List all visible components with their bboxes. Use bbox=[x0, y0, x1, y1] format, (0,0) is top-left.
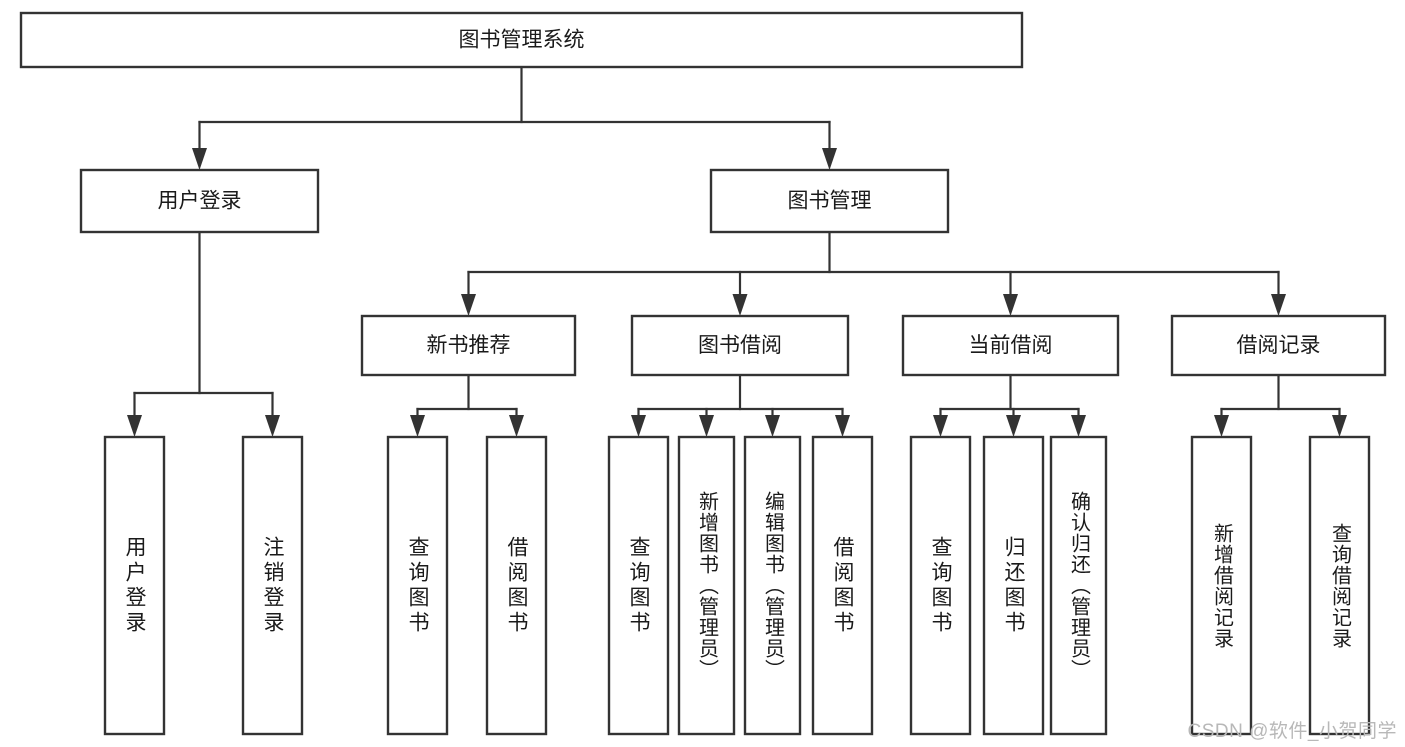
node-level2-3[interactable]: 借阅记录 bbox=[1170, 314, 1387, 377]
arrow-head-icon-lv2-3-0 bbox=[1214, 415, 1229, 437]
leaf-label-查询借阅记录-12: 查询借阅记录 bbox=[1328, 522, 1351, 649]
arrow-head-icon-lv2-1-3 bbox=[835, 415, 850, 437]
arrow-head-icon-root-0 bbox=[192, 148, 207, 170]
node-level2-2[interactable]: 当前借阅 bbox=[901, 314, 1120, 377]
node-box-查询借阅记录[interactable] bbox=[1308, 435, 1371, 736]
leaf-label-新增图书管理员-5: 新增图书（管理员） bbox=[695, 491, 718, 680]
arrow-head-icon-login-0 bbox=[127, 415, 142, 437]
node-leaf-12[interactable] bbox=[1308, 435, 1371, 736]
node-label-图书管理: 图书管理 bbox=[788, 190, 872, 213]
arrow-head-icon-root-1 bbox=[822, 148, 837, 170]
node-leaf-1[interactable] bbox=[241, 435, 304, 736]
node-box-注销登录[interactable] bbox=[241, 435, 304, 736]
arrow-head-icon-books-1 bbox=[732, 294, 748, 316]
node-level1-0[interactable]: 用户登录 bbox=[79, 168, 320, 234]
node-level2-0[interactable]: 新书推荐 bbox=[360, 314, 577, 377]
node-label-用户登录: 用户登录 bbox=[158, 190, 242, 213]
node-leaf-7[interactable] bbox=[811, 435, 874, 736]
node-box-新增借阅记录[interactable] bbox=[1190, 435, 1253, 736]
leaf-label-查询图书-8: 查询图书 bbox=[929, 535, 952, 636]
arrow-head-icon-lv2-1-2 bbox=[765, 415, 780, 437]
arrow-head-icon-lv2-2-0 bbox=[933, 415, 948, 437]
arrow-head-icon-lv2-3-1 bbox=[1332, 415, 1347, 437]
node-leaf-6[interactable] bbox=[743, 435, 802, 736]
leaf-label-查询图书-2: 查询图书 bbox=[406, 535, 429, 636]
node-leaf-11[interactable] bbox=[1190, 435, 1253, 736]
node-box-图书借阅[interactable] bbox=[630, 314, 850, 377]
arrow-head-icon-books-0 bbox=[461, 294, 476, 316]
node-label-借阅记录: 借阅记录 bbox=[1237, 334, 1321, 357]
arrow-head-icon-lv2-0-0 bbox=[410, 415, 425, 437]
node-label-当前借阅: 当前借阅 bbox=[969, 334, 1053, 357]
node-label-新书推荐: 新书推荐 bbox=[427, 334, 511, 357]
node-box-借阅记录[interactable] bbox=[1170, 314, 1387, 377]
node-leaf-3[interactable] bbox=[485, 435, 548, 736]
arrow-head-icon-lv2-2-2 bbox=[1071, 415, 1086, 437]
arrow-head-icon-books-2 bbox=[1003, 294, 1018, 316]
node-level2-1[interactable]: 图书借阅 bbox=[630, 314, 850, 377]
node-leaf-2[interactable] bbox=[386, 435, 449, 736]
arrow-head-icon-lv2-1-1 bbox=[699, 415, 714, 437]
node-box-新书推荐[interactable] bbox=[360, 314, 577, 377]
leaf-label-编辑图书管理员-6: 编辑图书（管理员） bbox=[761, 491, 784, 680]
connectors-layer bbox=[127, 65, 1347, 437]
node-box-用户登录[interactable] bbox=[103, 435, 166, 736]
node-box-新增图书管理员[interactable] bbox=[677, 435, 736, 736]
node-box-图书管理系统[interactable] bbox=[19, 11, 1024, 69]
leaf-label-确认归还管理员-10: 确认归还（管理员） bbox=[1067, 491, 1090, 680]
node-leaf-0[interactable] bbox=[103, 435, 166, 736]
node-box-借阅图书[interactable] bbox=[811, 435, 874, 736]
node-box-查询图书[interactable] bbox=[607, 435, 670, 736]
node-box-图书管理[interactable] bbox=[709, 168, 950, 234]
node-box-编辑图书管理员[interactable] bbox=[743, 435, 802, 736]
node-leaf-5[interactable] bbox=[677, 435, 736, 736]
node-box-查询图书[interactable] bbox=[386, 435, 449, 736]
node-box-查询图书[interactable] bbox=[909, 435, 972, 736]
node-leaf-9[interactable] bbox=[982, 435, 1045, 736]
leaf-label-新增借阅记录-11: 新增借阅记录 bbox=[1210, 522, 1233, 649]
node-root-0[interactable]: 图书管理系统 bbox=[19, 11, 1024, 69]
node-leaf-8[interactable] bbox=[909, 435, 972, 736]
node-label-图书管理系统: 图书管理系统 bbox=[459, 29, 585, 52]
arrow-head-icon-lv2-0-1 bbox=[509, 415, 524, 437]
node-box-用户登录[interactable] bbox=[79, 168, 320, 234]
node-leaf-4[interactable] bbox=[607, 435, 670, 736]
node-box-归还图书[interactable] bbox=[982, 435, 1045, 736]
leaf-label-用户登录-0: 用户登录 bbox=[123, 535, 146, 636]
node-label-图书借阅: 图书借阅 bbox=[698, 334, 782, 357]
leaf-label-注销登录-1: 注销登录 bbox=[261, 535, 284, 636]
node-box-确认归还管理员[interactable] bbox=[1049, 435, 1108, 736]
arrow-head-icon-books-3 bbox=[1271, 294, 1286, 316]
leaf-label-借阅图书-3: 借阅图书 bbox=[505, 535, 528, 636]
arrow-head-icon-login-1 bbox=[265, 415, 280, 437]
leaf-label-借阅图书-7: 借阅图书 bbox=[831, 535, 854, 636]
node-box-借阅图书[interactable] bbox=[485, 435, 548, 736]
node-box-当前借阅[interactable] bbox=[901, 314, 1120, 377]
leaf-label-查询图书-4: 查询图书 bbox=[627, 535, 650, 636]
leaf-label-归还图书-9: 归还图书 bbox=[1002, 535, 1025, 636]
node-leaf-10[interactable] bbox=[1049, 435, 1108, 736]
node-level1-1[interactable]: 图书管理 bbox=[709, 168, 950, 234]
arrow-head-icon-lv2-2-1 bbox=[1006, 415, 1021, 437]
arrow-head-icon-lv2-1-0 bbox=[631, 415, 646, 437]
